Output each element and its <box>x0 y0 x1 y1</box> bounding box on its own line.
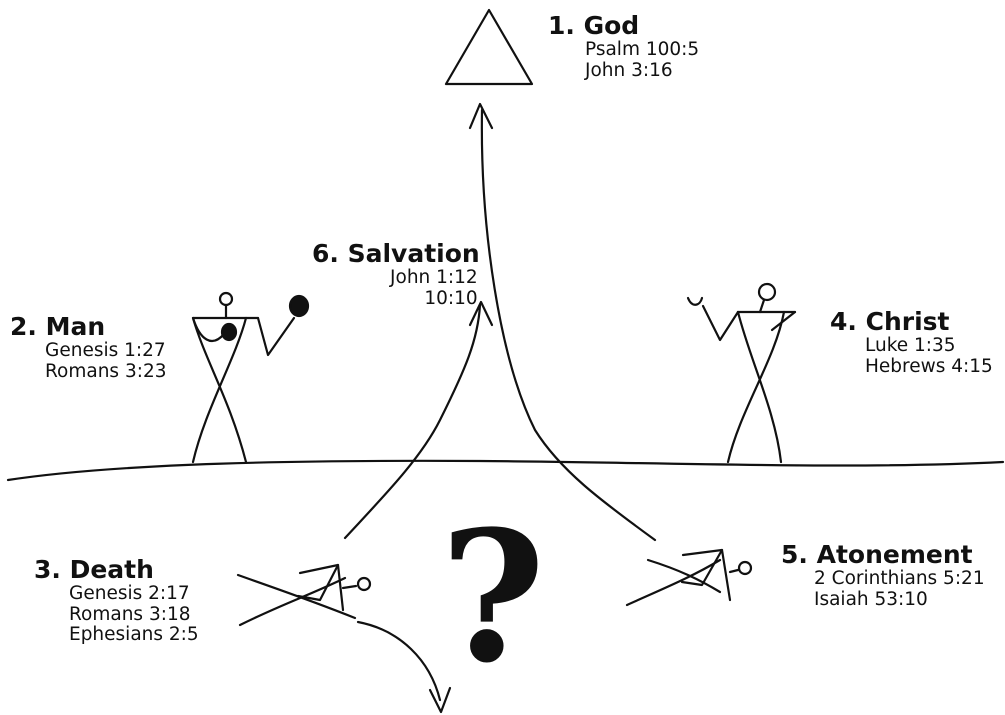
label-death-ref: Genesis 2:17 <box>69 583 190 604</box>
fallen-figure-atonement <box>625 548 753 607</box>
label-man-ref: Genesis 1:27 <box>45 340 166 361</box>
label-atonement: 5. Atonement 2 Corinthians 5:21 Isaiah 5… <box>781 541 985 610</box>
label-salvation-title: 6. Salvation <box>312 239 480 268</box>
label-god-title: 1. God <box>548 11 640 40</box>
salvation-arrow <box>343 303 482 540</box>
salvation-arrow-head <box>468 300 494 327</box>
arrow-to-god-head <box>468 102 494 130</box>
label-man-ref: Romans 3:23 <box>45 360 167 382</box>
label-salvation-ref: John 1:12 <box>390 267 478 288</box>
triangle-icon <box>444 8 534 86</box>
label-man: 2. Man Genesis 1:27 Romans 3:23 <box>10 313 167 382</box>
stick-figure-man <box>191 291 310 464</box>
stick-figure-christ <box>686 282 797 464</box>
label-christ-ref: Hebrews 4:15 <box>865 355 993 377</box>
label-atonement-ref: Isaiah 53:10 <box>814 588 928 610</box>
label-atonement-title: 5. Atonement <box>781 540 973 569</box>
label-salvation: 6. Salvation John 1:12 10:10 <box>312 240 480 309</box>
label-death: 3. Death Genesis 2:17 Romans 3:18 Ephesi… <box>34 556 199 646</box>
question-mark-icon: ? <box>440 492 546 703</box>
label-death-ref: Ephesians 2:5 <box>69 624 199 646</box>
label-christ-ref: Luke 1:35 <box>865 335 956 356</box>
death-down-arrow <box>356 620 442 702</box>
label-death-ref: Romans 3:18 <box>69 603 191 625</box>
label-god-ref: John 3:16 <box>585 59 673 81</box>
label-man-title: 2. Man <box>10 312 106 341</box>
label-salvation-ref: 10:10 <box>424 287 478 309</box>
arrow-to-god <box>480 108 657 542</box>
ground-line <box>6 459 1005 482</box>
death-down-arrow-head <box>428 686 452 714</box>
label-christ: 4. Christ Luke 1:35 Hebrews 4:15 <box>830 308 993 377</box>
fallen-figure-death <box>236 563 372 627</box>
label-god: 1. God Psalm 100:5 John 3:16 <box>548 12 699 81</box>
label-death-title: 3. Death <box>34 555 154 584</box>
label-god-ref: Psalm 100:5 <box>585 39 700 60</box>
label-atonement-ref: 2 Corinthians 5:21 <box>814 568 985 589</box>
label-christ-title: 4. Christ <box>830 307 950 336</box>
